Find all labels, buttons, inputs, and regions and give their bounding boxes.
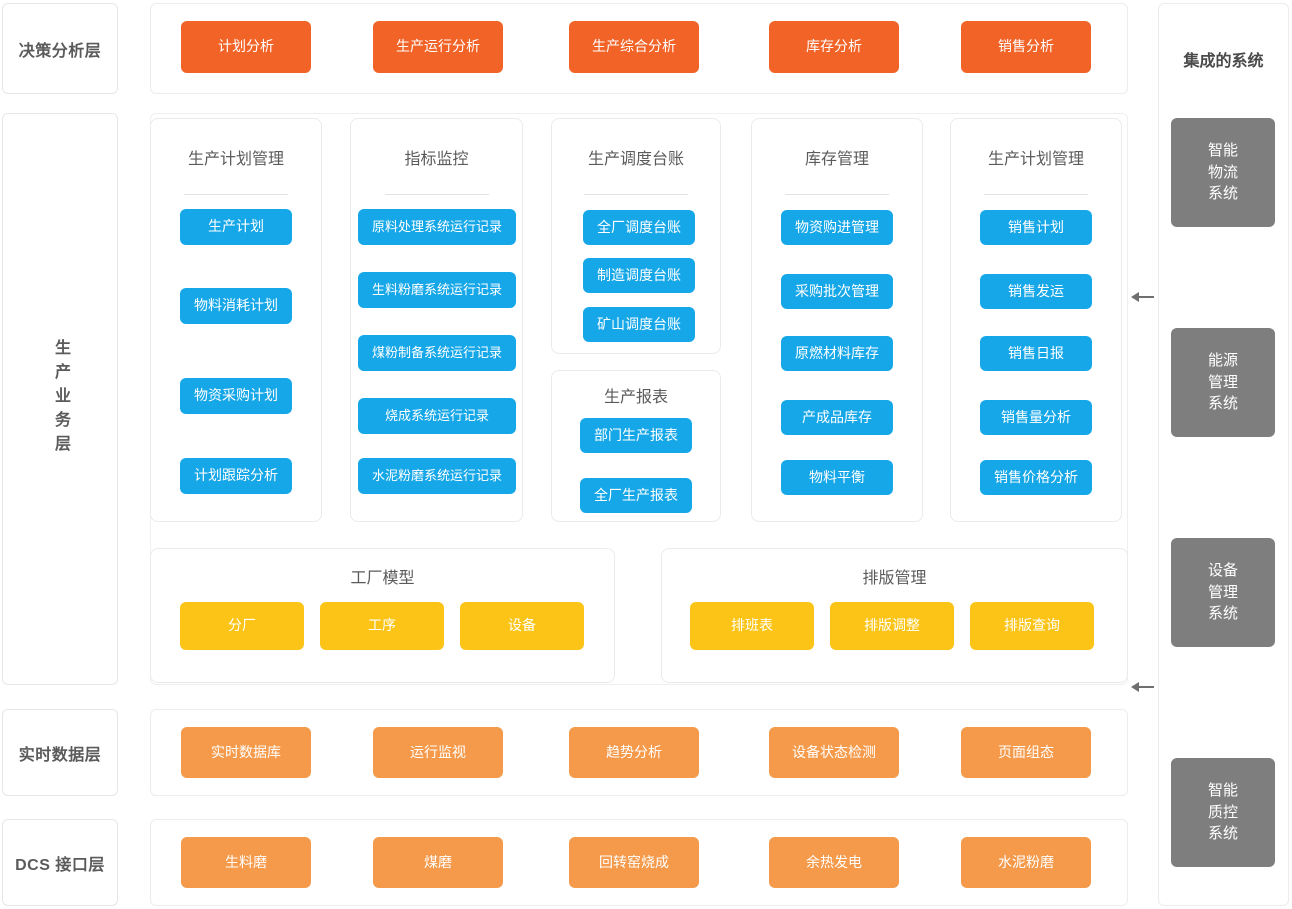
card-rule: [984, 194, 1088, 195]
realtime-item-2[interactable]: 趋势分析: [569, 727, 699, 778]
card-indicator-monitoring: 指标监控: [350, 118, 523, 522]
integrated-system-2[interactable]: 设备 管理 系统: [1171, 538, 1275, 647]
realtime-item-3[interactable]: 设备状态检测: [769, 727, 899, 778]
decision-item-1[interactable]: 生产运行分析: [373, 21, 503, 73]
integrated-system-0[interactable]: 智能 物流 系统: [1171, 118, 1275, 227]
card-schedule-management-title: 排版管理: [862, 570, 927, 587]
sales-item-1[interactable]: 销售发运: [980, 274, 1092, 309]
dcs-item-4[interactable]: 水泥粉磨: [961, 837, 1091, 888]
factory-model-item-1[interactable]: 工序: [320, 602, 444, 650]
card-rule: [785, 194, 889, 195]
indicator-item-4[interactable]: 水泥粉磨系统运行记录: [358, 458, 516, 494]
realtime-item-1[interactable]: 运行监视: [373, 727, 503, 778]
sales-item-3[interactable]: 销售量分析: [980, 400, 1092, 435]
decision-item-3[interactable]: 库存分析: [769, 21, 899, 73]
sales-item-2[interactable]: 销售日报: [980, 336, 1092, 371]
indicator-item-2[interactable]: 煤粉制备系统运行记录: [358, 335, 516, 371]
dcs-item-3[interactable]: 余热发电: [769, 837, 899, 888]
inventory-item-1[interactable]: 采购批次管理: [781, 274, 893, 309]
factory-model-item-2[interactable]: 设备: [460, 602, 584, 650]
card-inventory-management-title: 库存管理: [804, 151, 869, 168]
card-dispatch-ledger-title: 生产调度台账: [587, 151, 684, 168]
card-sales-management: 生产计划管理: [950, 118, 1122, 522]
inventory-item-0[interactable]: 物资购进管理: [781, 210, 893, 245]
dispatch-item-0[interactable]: 全厂调度台账: [583, 210, 695, 245]
card-inventory-management: 库存管理: [751, 118, 923, 522]
card-indicator-monitoring-title: 指标监控: [404, 151, 469, 168]
dcs-item-0[interactable]: 生料磨: [181, 837, 311, 888]
layer-label-decision-text: 决策分析层: [18, 42, 102, 60]
card-rule: [584, 194, 688, 195]
schedule-item-2[interactable]: 排版查询: [970, 602, 1094, 650]
dcs-item-1[interactable]: 煤磨: [373, 837, 503, 888]
arrow-head-icon: [1131, 682, 1139, 692]
production-plan-item-3[interactable]: 计划跟踪分析: [180, 458, 292, 494]
card-production-report-title: 生产报表: [603, 389, 668, 406]
card-rule: [384, 194, 489, 195]
realtime-item-0[interactable]: 实时数据库: [181, 727, 311, 778]
production-plan-item-1[interactable]: 物料消耗计划: [180, 288, 292, 324]
integrated-system-3[interactable]: 智能 质控 系统: [1171, 758, 1275, 867]
card-production-plan-title: 生产计划管理: [187, 151, 284, 168]
layer-label-realtime: 实时数据层: [2, 709, 118, 796]
integration-arrow-top: [1131, 292, 1154, 302]
layer-label-decision: 决策分析层: [2, 3, 118, 94]
indicator-item-3[interactable]: 烧成系统运行记录: [358, 398, 516, 434]
card-factory-model-title: 工厂模型: [350, 570, 415, 587]
integration-arrow-bottom: [1131, 682, 1154, 692]
inventory-item-4[interactable]: 物料平衡: [781, 460, 893, 495]
card-sales-management-title: 生产计划管理: [987, 151, 1084, 168]
layer-label-realtime-text: 实时数据层: [18, 746, 102, 764]
schedule-item-0[interactable]: 排班表: [690, 602, 814, 650]
integrated-system-1[interactable]: 能源 管理 系统: [1171, 328, 1275, 437]
arrow-head-icon: [1131, 292, 1139, 302]
factory-model-item-0[interactable]: 分厂: [180, 602, 304, 650]
dispatch-item-1[interactable]: 制造调度台账: [583, 258, 695, 293]
schedule-item-1[interactable]: 排版调整: [830, 602, 954, 650]
arrow-shaft: [1139, 686, 1154, 688]
decision-item-2[interactable]: 生产综合分析: [569, 21, 699, 73]
card-rule: [184, 194, 288, 195]
indicator-item-0[interactable]: 原料处理系统运行记录: [358, 209, 516, 245]
layer-label-business-text: 生产业务层: [52, 339, 69, 459]
decision-item-4[interactable]: 销售分析: [961, 21, 1091, 73]
production-plan-item-2[interactable]: 物资采购计划: [180, 378, 292, 414]
inventory-item-2[interactable]: 原燃材料库存: [781, 336, 893, 371]
dispatch-item-2[interactable]: 矿山调度台账: [583, 307, 695, 342]
inventory-item-3[interactable]: 产成品库存: [781, 400, 893, 435]
production-plan-item-0[interactable]: 生产计划: [180, 209, 292, 245]
sales-item-0[interactable]: 销售计划: [980, 210, 1092, 245]
layer-label-business: 生产业务层: [2, 113, 118, 685]
realtime-item-4[interactable]: 页面组态: [961, 727, 1091, 778]
sales-item-4[interactable]: 销售价格分析: [980, 460, 1092, 495]
decision-item-0[interactable]: 计划分析: [181, 21, 311, 73]
layer-label-dcs: DCS 接口层: [2, 819, 118, 906]
report-item-1[interactable]: 全厂生产报表: [580, 478, 692, 513]
layer-label-dcs-text: DCS 接口层: [15, 856, 105, 874]
arrow-shaft: [1139, 296, 1154, 298]
indicator-item-1[interactable]: 生料粉磨系统运行记录: [358, 272, 516, 308]
dcs-item-2[interactable]: 回转窑烧成: [569, 837, 699, 888]
integrated-systems-title: 集成的系统: [1183, 53, 1264, 70]
report-item-0[interactable]: 部门生产报表: [580, 418, 692, 453]
